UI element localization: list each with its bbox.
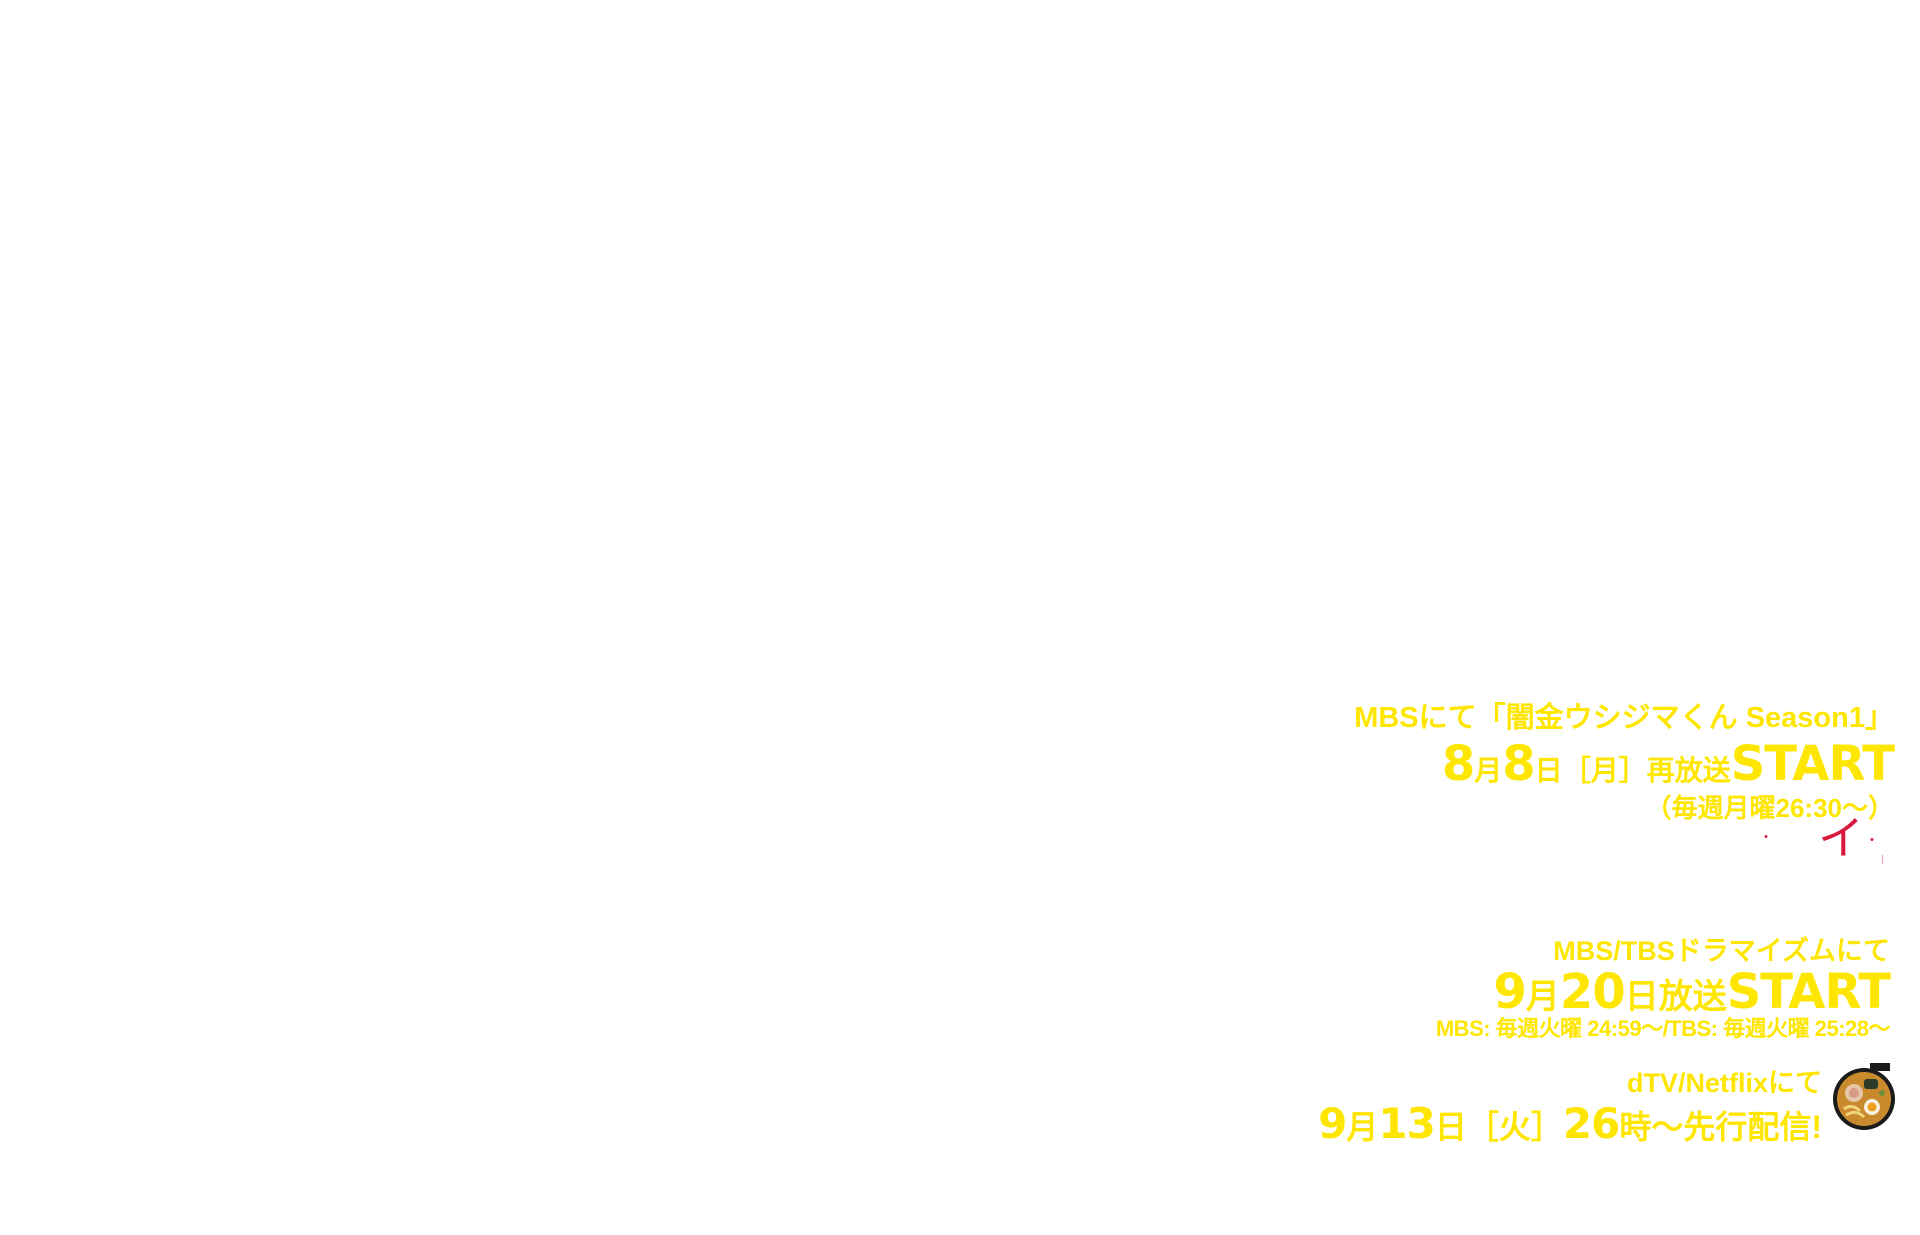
- drama-day-char: 日: [1624, 978, 1659, 1016]
- stream-rest: 時〜先行配信!: [1619, 1109, 1822, 1145]
- stream-month-char: 月: [1346, 1109, 1379, 1145]
- red-tick-mark: ｜: [1878, 856, 1888, 866]
- drama-month-char: 月: [1525, 978, 1560, 1016]
- season1-day: 8: [1502, 736, 1535, 792]
- season1-day-char: 日: [1534, 755, 1563, 786]
- red-dot-mark: ・: [1759, 830, 1773, 846]
- stream-date-line: 9月13日［火］26時〜先行配信!: [1318, 1103, 1822, 1145]
- stream-hour: 26: [1562, 1099, 1620, 1148]
- season1-month-char: 月: [1474, 755, 1503, 786]
- stream-weekday: ［火］: [1466, 1109, 1563, 1145]
- red-dot-mark: ・: [1865, 833, 1879, 849]
- season1-month: 8: [1441, 736, 1475, 792]
- drama-schedule: MBS: 毎週火曜 24:59〜/TBS: 毎週火曜 25:28〜: [1435, 1016, 1891, 1041]
- season1-rerun-label: 再放送: [1646, 755, 1731, 786]
- drama-broadcast-block: MBS/TBSドラマイズムにて 9月20日放送START MBS: 毎週火曜 2…: [1190, 930, 1891, 1050]
- stream-month: 9: [1318, 1099, 1347, 1148]
- season1-title: MBSにて「闇金ウシジマくん Season1」: [1354, 702, 1894, 734]
- drama-date-line: 9月20日放送START: [1494, 968, 1891, 1016]
- stream-services: dTV/Netflixにて: [1626, 1068, 1822, 1098]
- drama-month: 9: [1493, 964, 1527, 1020]
- drama-channel: MBS/TBSドラマイズムにて: [1553, 936, 1890, 966]
- drama-broadcast-label: 放送: [1658, 978, 1727, 1016]
- red-kana-mark: イ: [1818, 811, 1864, 865]
- ramen-bowl-icon: [1833, 1063, 1895, 1130]
- stream-day-char: 日: [1434, 1109, 1467, 1145]
- season1-rerun-block: MBSにて「闇金ウシジマくん Season1」 8月8日［月］再放送START …: [1294, 700, 1895, 880]
- season1-weekday: ［月］: [1562, 755, 1647, 786]
- drama-start: START: [1726, 964, 1891, 1020]
- stream-day: 13: [1378, 1099, 1435, 1148]
- season1-schedule: （毎週月曜26:30〜）: [1645, 793, 1895, 823]
- season1-date-line: 8月8日［月］再放送START: [1442, 740, 1895, 788]
- streaming-block: dTV/Netflixにて 9月13日［火］26時〜先行配信!: [1122, 1060, 1822, 1150]
- drama-day: 20: [1559, 964, 1626, 1020]
- season1-start: START: [1730, 736, 1895, 792]
